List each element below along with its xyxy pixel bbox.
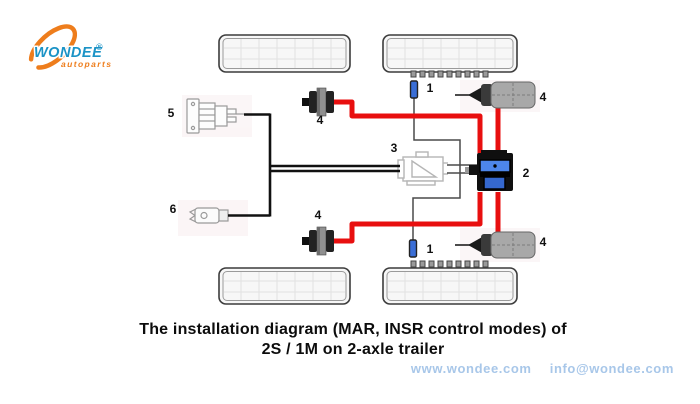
tire-bottom-left: [218, 267, 351, 305]
abs-sensor-top: [409, 80, 419, 99]
air-lines: [333, 99, 501, 244]
label-chamber-top-right: 4: [540, 90, 547, 104]
installation-diagram: 1 1 2 3 4 4 4 4 5 6: [168, 34, 547, 305]
label-ecu-valve: 3: [391, 141, 398, 155]
exciter-ring-top: [410, 70, 489, 78]
brake-chamber-top-left: [302, 87, 334, 117]
label-modulator: 2: [523, 166, 530, 180]
label-chamber-bottom-right: 4: [540, 235, 547, 249]
label-chamber-top-left: 4: [317, 113, 324, 127]
logo-swoosh-icon: [28, 24, 78, 70]
tire-bottom-right: [382, 267, 518, 305]
spring-brake-chamber-top-right: [455, 81, 536, 109]
spring-brake-chamber-bottom-right: [455, 231, 536, 259]
logo-subtitle-text: autoparts: [61, 59, 112, 69]
caption: The installation diagram (MAR, INSR cont…: [3, 320, 700, 360]
ecu-valve: [397, 151, 448, 186]
tire-top-left: [218, 34, 351, 73]
label-diagnostic-connector: 6: [170, 202, 177, 216]
air-line-front-left: [333, 99, 483, 154]
wondee-logo: WONDEE ® autoparts: [28, 24, 112, 70]
label-chamber-bottom-left: 4: [315, 208, 322, 222]
footer-website: www.wondee.com: [410, 361, 532, 376]
power-connector: [186, 98, 244, 134]
logo-registered-mark: ®: [96, 42, 103, 52]
ebs-modulator: [465, 150, 513, 191]
abs-sensor-bottom: [408, 239, 418, 258]
diagnostic-connector: [188, 207, 229, 224]
exciter-ring-bottom: [410, 260, 489, 268]
caption-line2: 2S / 1M on 2-axle trailer: [261, 341, 445, 358]
air-line-rear-left: [334, 192, 483, 244]
brake-chamber-bottom-left: [302, 226, 334, 256]
label-power-connector: 5: [168, 106, 175, 120]
footer-email: info@wondee.com: [549, 361, 674, 376]
tire-top-right: [382, 34, 518, 73]
power-cables: [228, 113, 400, 217]
logo-brand-text: WONDEE: [34, 45, 103, 61]
label-sensor-top: 1: [427, 81, 434, 95]
footer-contacts: www.wondee.com info@wondee.com: [397, 361, 674, 376]
label-sensor-bottom: 1: [427, 242, 434, 256]
caption-line1: The installation diagram (MAR, INSR cont…: [139, 321, 567, 338]
